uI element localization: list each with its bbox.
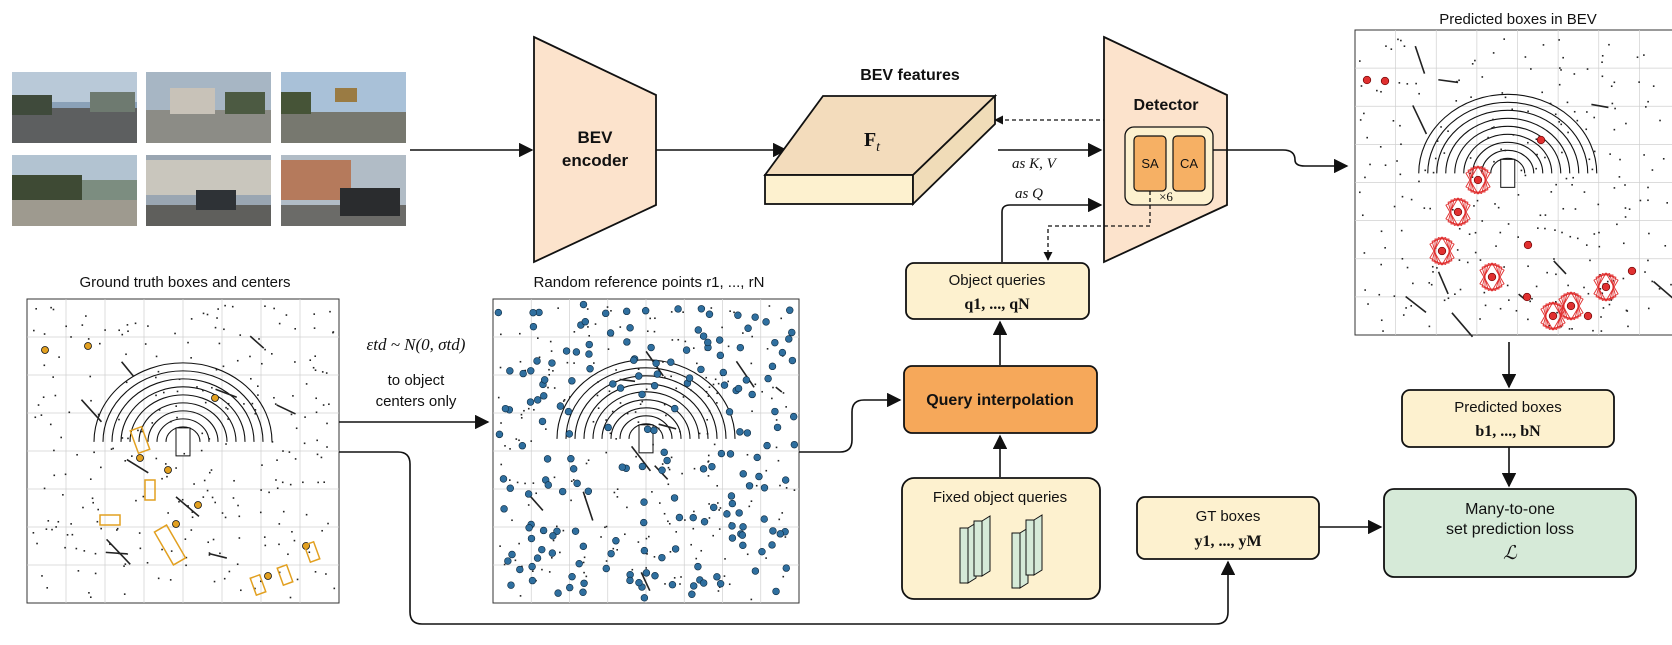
detector: Detector SA CA ×6 bbox=[1103, 35, 1228, 264]
noise-formula: εtd ~ N(0, σtd) bbox=[367, 335, 466, 354]
bev-encoder-label-line2: encoder bbox=[562, 151, 629, 170]
detector-repeat: ×6 bbox=[1159, 189, 1173, 204]
camera-image bbox=[12, 155, 137, 226]
gt-boxes-math: y1, ..., yM bbox=[1194, 533, 1261, 550]
sa-label: SA bbox=[1141, 156, 1159, 171]
arrow-detector-to-predicted-bev bbox=[1213, 149, 1349, 174]
arrow-queries-to-detector-q bbox=[1001, 197, 1103, 262]
loss-line1: Many-to-one bbox=[1465, 501, 1555, 518]
edge-label-as-kv: as K, V bbox=[1012, 156, 1058, 172]
fixed-object-queries-box: Fixed object queries bbox=[901, 477, 1101, 600]
gt-boxes-box: GT boxes y1, ..., yM bbox=[1136, 496, 1320, 560]
predicted-boxes-math: b1, ..., bN bbox=[1475, 423, 1541, 440]
object-queries-math: q1, ..., qN bbox=[964, 296, 1030, 313]
detector-title: Detector bbox=[1134, 97, 1199, 114]
reference-points-plot bbox=[492, 298, 800, 604]
object-queries-title: Object queries bbox=[949, 272, 1046, 289]
ca-label: CA bbox=[1180, 156, 1198, 171]
edge-label-as-q: as Q bbox=[1015, 186, 1043, 202]
noise-line3: centers only bbox=[376, 393, 457, 410]
arrow-gt-to-gt-boxes bbox=[339, 451, 1236, 625]
dashed-arrow-detector-to-queries bbox=[1043, 191, 1151, 261]
arrow-reference-to-interpolation bbox=[799, 392, 902, 453]
bev-features: BEV features Ft bbox=[763, 67, 998, 207]
fixed-object-queries-label: Fixed object queries bbox=[933, 489, 1067, 506]
predicted-bev-plot bbox=[1354, 29, 1672, 338]
predicted-bev-title: Predicted boxes in BEV bbox=[1439, 11, 1597, 28]
query-interpolation-box: Query interpolation bbox=[903, 365, 1098, 434]
camera-image bbox=[12, 72, 137, 143]
predicted-boxes-box: Predicted boxes b1, ..., bN bbox=[1401, 389, 1615, 448]
object-queries-box: Object queries q1, ..., qN bbox=[905, 262, 1090, 320]
loss-line2: set prediction loss bbox=[1446, 521, 1574, 538]
query-vectors-icon bbox=[959, 514, 1043, 589]
bev-encoder: BEV encoder bbox=[533, 35, 657, 264]
camera-image bbox=[281, 72, 406, 143]
ground-truth-title: Ground truth boxes and centers bbox=[80, 274, 291, 291]
ground-truth-plot bbox=[26, 298, 340, 604]
predicted-boxes-title: Predicted boxes bbox=[1454, 399, 1562, 416]
noise-line2: to object bbox=[388, 372, 446, 389]
gt-boxes-title: GT boxes bbox=[1196, 508, 1261, 525]
bev-features-title: BEV features bbox=[860, 67, 960, 84]
ca-block bbox=[1172, 135, 1206, 192]
camera-image bbox=[146, 72, 271, 143]
reference-points-title: Random reference points r1, ..., rN bbox=[534, 274, 765, 291]
loss-box: Many-to-one set prediction loss ℒ bbox=[1383, 488, 1637, 578]
bev-features-symbol: Ft bbox=[864, 129, 881, 155]
loss-symbol: ℒ bbox=[1503, 543, 1518, 564]
noise-annotation: εtd ~ N(0, σtd) to object centers only bbox=[367, 335, 466, 410]
camera-image bbox=[281, 155, 406, 226]
camera-image bbox=[146, 155, 271, 226]
bev-encoder-label-line1: BEV bbox=[578, 128, 614, 147]
query-interpolation-label: Query interpolation bbox=[926, 392, 1074, 409]
camera-images bbox=[12, 72, 406, 226]
